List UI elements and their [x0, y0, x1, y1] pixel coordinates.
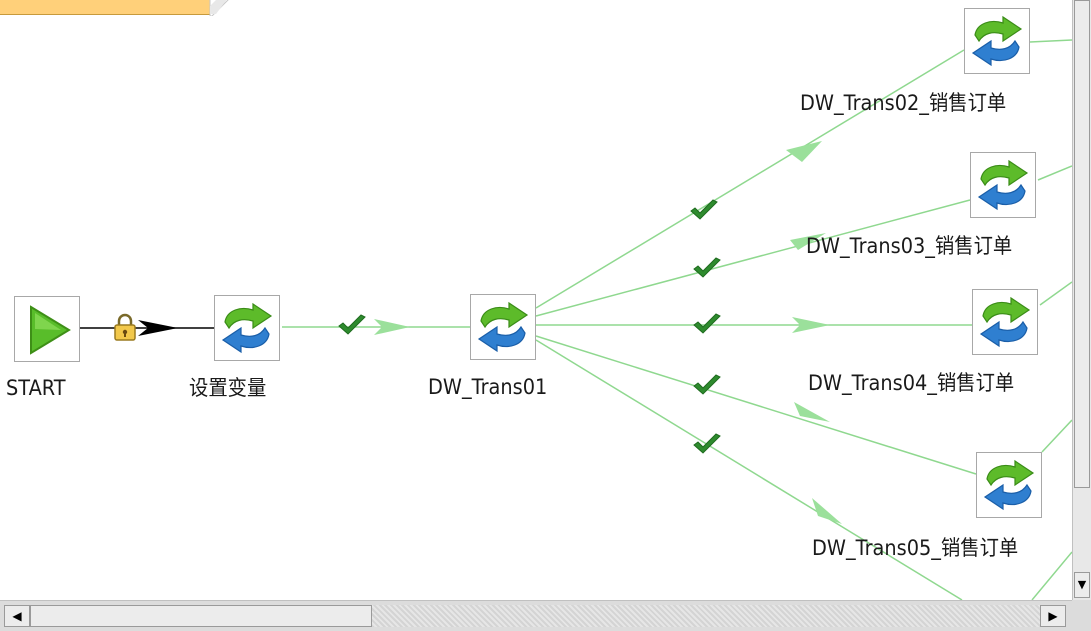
scroll-down-button[interactable]: ▼ [1074, 572, 1090, 598]
vertical-scroll-thumb[interactable] [1074, 0, 1090, 488]
hop-trans01-offscreen [535, 339, 963, 600]
chevron-right-icon: ▶ [1048, 609, 1058, 623]
note-shadow [209, 0, 229, 16]
job-entry-dw-trans03[interactable] [970, 152, 1036, 218]
transform-icon [477, 301, 529, 353]
horizontal-scroll-thumb[interactable] [30, 605, 372, 627]
job-entry-label: DW_Trans03_销售订单 [806, 234, 1013, 258]
scrollbar-corner [1072, 600, 1091, 631]
transform-icon [221, 302, 273, 354]
transform-icon [983, 459, 1035, 511]
job-entry-label: START [6, 376, 66, 400]
chevron-left-icon: ◀ [12, 609, 22, 623]
hop-trans01-trans05 [535, 335, 977, 475]
scroll-left-button[interactable]: ◀ [4, 605, 30, 627]
hop-start-setvar-arrow [138, 320, 178, 336]
check-icon [693, 257, 721, 278]
chevron-down-icon: ▼ [1077, 578, 1087, 591]
hop-trans01-trans02 [535, 49, 965, 309]
start-icon [30, 305, 71, 355]
job-entry-label: 设置变量 [189, 376, 267, 400]
check-icon [693, 433, 721, 454]
job-entry-set-variables[interactable] [214, 295, 280, 361]
job-canvas[interactable]: START 设置变量 DW_Trans01 DW_Trans02_销售订单 DW… [0, 0, 1072, 600]
hop-lines [80, 39, 1072, 600]
job-entry-label: DW_Trans04_销售订单 [808, 371, 1015, 395]
job-entry-label: DW_Trans02_销售订单 [800, 91, 1007, 115]
job-entry-dw-trans02[interactable] [964, 8, 1030, 74]
check-icon [690, 199, 718, 220]
job-entry-start[interactable] [14, 296, 80, 362]
job-entry-dw-trans04[interactable] [972, 289, 1038, 355]
job-entry-label: DW_Trans01 [428, 375, 548, 399]
transform-icon [979, 296, 1031, 348]
vertical-scrollbar[interactable]: ▼ [1072, 0, 1091, 600]
horizontal-scroll-track[interactable] [372, 605, 1040, 627]
job-entry-label: DW_Trans05_销售订单 [812, 536, 1019, 560]
lock-icon [114, 313, 136, 341]
check-icon [693, 313, 721, 334]
job-entry-dw-trans01[interactable] [470, 294, 536, 360]
transform-icon [971, 15, 1023, 67]
transform-icon [977, 159, 1029, 211]
scroll-right-button[interactable]: ▶ [1040, 605, 1066, 627]
check-icon [338, 314, 366, 335]
check-icon [693, 374, 721, 395]
horizontal-scrollbar[interactable]: ◀ ▶ [0, 600, 1091, 631]
hop-trans01-trans03 [535, 199, 971, 317]
job-entry-dw-trans05[interactable] [976, 452, 1042, 518]
